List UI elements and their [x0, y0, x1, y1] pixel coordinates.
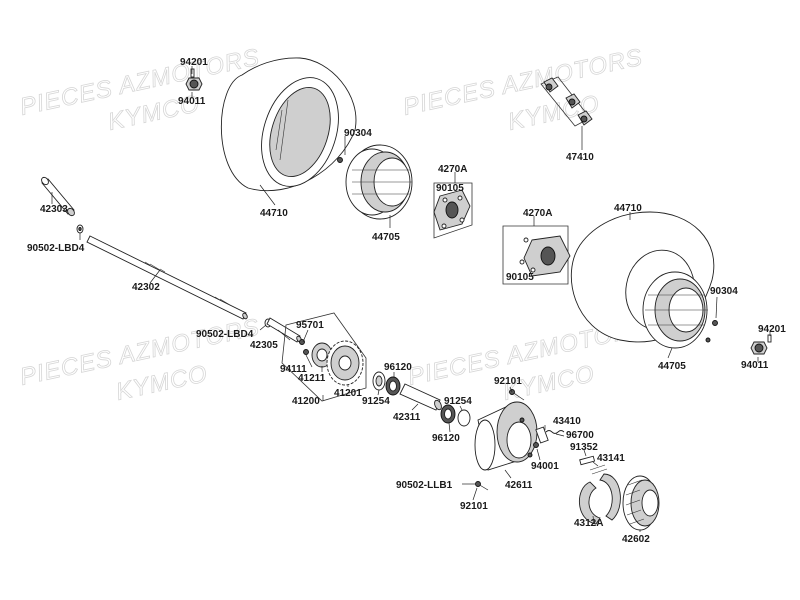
- tire-44710-left: [220, 57, 357, 192]
- bearing-91254-left: [372, 371, 386, 391]
- part-label-91254-b: 91254: [444, 396, 472, 407]
- part-label-94201-top: 94201: [180, 57, 208, 68]
- sprocket-assembly-41200: [281, 312, 367, 402]
- screw-92101-bottom: [475, 481, 489, 491]
- part-label-96700: 96700: [566, 430, 594, 441]
- part-label-94201-right: 94201: [758, 324, 786, 335]
- part-label-4312A: 4312A: [574, 518, 603, 529]
- spacer-42311: [399, 383, 442, 411]
- part-label-47410: 47410: [566, 152, 594, 163]
- part-label-90105-left: 90105: [436, 183, 464, 194]
- pin-91352: [579, 455, 596, 466]
- part-label-42303: 42303: [40, 204, 68, 215]
- bolts-47410: [540, 76, 593, 127]
- part-label-90105-right: 90105: [506, 272, 534, 283]
- part-label-42311: 42311: [393, 412, 421, 423]
- nut-94011-top: [185, 68, 203, 91]
- rim-44705-right: [642, 271, 718, 349]
- spacer-42305: [266, 317, 302, 343]
- part-label-91352: 91352: [570, 442, 598, 453]
- part-label-96120-b: 96120: [432, 433, 460, 444]
- sleeve-42303: [41, 176, 75, 217]
- bearing-91254-right: [440, 404, 456, 424]
- nut-94011-right: [750, 334, 772, 355]
- brake-housing-42611: [474, 401, 549, 471]
- part-label-90502-LLB1: 90502-LLB1: [396, 480, 453, 491]
- part-label-90304-top: 90304: [344, 128, 372, 139]
- part-label-42305: 42305: [250, 340, 278, 351]
- part-label-92101-bottom: 92101: [460, 501, 488, 512]
- part-label-42602: 42602: [622, 534, 650, 545]
- part-label-94001: 94001: [531, 461, 559, 472]
- part-label-94111: 94111: [280, 364, 307, 375]
- part-label-94011-right: 94011: [741, 360, 769, 371]
- part-label-44710-right: 44710: [614, 203, 642, 214]
- bearing-96120-left: [385, 376, 401, 396]
- part-label-44710-left: 44710: [260, 208, 288, 219]
- part-label-4270A-right: 4270A: [523, 208, 552, 219]
- part-labels: 94201 94011 90304 44710 44705 4270A 9010…: [27, 57, 786, 545]
- axle-shaft-42302: [86, 235, 248, 320]
- part-label-41201: 41201: [334, 388, 362, 399]
- part-label-95701: 95701: [296, 320, 324, 331]
- part-label-4270A-left: 4270A: [438, 164, 467, 175]
- spring-96700: [545, 430, 565, 434]
- rim-44705-left: [337, 144, 413, 220]
- screw-92101-top: [509, 389, 525, 401]
- bearing-96120-right: [457, 409, 471, 427]
- part-label-92101-top: 92101: [494, 376, 522, 387]
- brake-drum-42602: [622, 475, 660, 531]
- part-label-43410: 43410: [553, 416, 581, 427]
- hub-4270A-right: [502, 225, 571, 285]
- washer-90502-LBD4-top: [76, 224, 84, 234]
- part-label-94011-top: 94011: [178, 96, 206, 107]
- part-label-44705-right: 44705: [658, 361, 686, 372]
- part-label-91254-a: 91254: [362, 396, 390, 407]
- part-label-44705-left: 44705: [372, 232, 400, 243]
- part-label-90304-right: 90304: [710, 286, 738, 297]
- leader-lines: [51, 66, 771, 532]
- part-label-41200: 41200: [292, 396, 320, 407]
- part-label-96120-a: 96120: [384, 362, 412, 373]
- part-label-43141: 43141: [597, 453, 625, 464]
- hub-4270A-left: [433, 182, 473, 239]
- part-label-90502-LBD4-top: 90502-LBD4: [27, 243, 85, 254]
- part-label-42302: 42302: [132, 282, 160, 293]
- part-label-90502-LBD4-mid: 90502-LBD4: [196, 329, 254, 340]
- part-label-41211: 41211: [298, 373, 326, 384]
- cam-94001: [533, 442, 539, 448]
- part-label-42611: 42611: [505, 480, 533, 491]
- brake-shoes-4312A: [578, 464, 621, 525]
